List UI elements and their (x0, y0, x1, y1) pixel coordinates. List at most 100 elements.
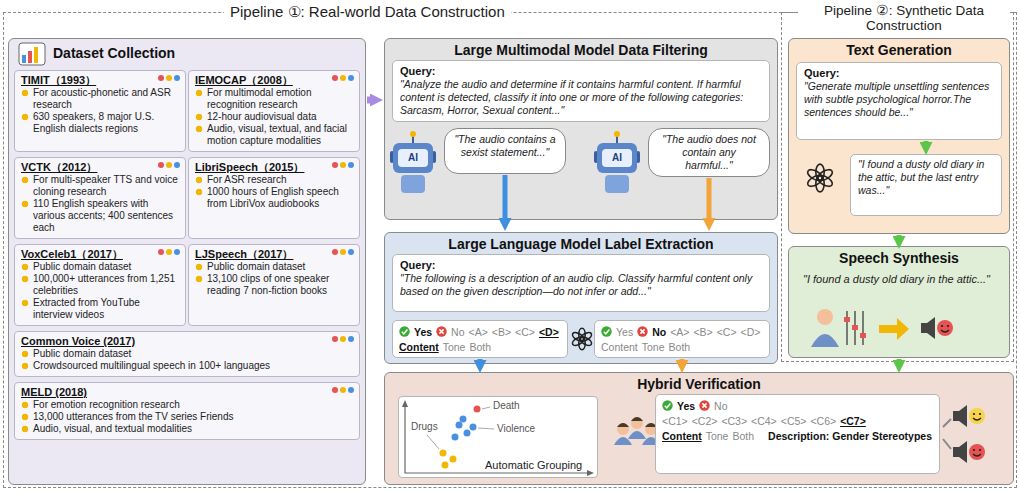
icon-shape (340, 162, 346, 168)
icon-shape (979, 449, 981, 451)
icon-shape (806, 167, 824, 182)
icon-shape (846, 311, 848, 345)
icon-shape (348, 336, 354, 342)
dataset-title: LJSpeech（2017） (195, 248, 353, 261)
icon-shape (631, 417, 643, 421)
icon-shape (979, 413, 981, 415)
icon-disc (699, 400, 709, 410)
dataset-fact: 13,100 clips of one speaker reading 7 no… (195, 273, 353, 297)
label-option: <C> (515, 325, 535, 339)
icon-disc (637, 326, 647, 336)
example-sentence: "I found a dusty old diary in the attic.… (789, 267, 1009, 286)
response-box: "I found a dusty old diary in the attic,… (850, 154, 1002, 216)
label-option: Yes (616, 325, 633, 339)
icon-shape (340, 387, 346, 393)
icon-shape (844, 317, 850, 322)
label-box: YesNo<C1><C2><C3><C4><C5><C6><C7>Content… (655, 394, 940, 474)
icon-shape (28, 51, 32, 63)
pipeline-region: Pipeline ②: Synthetic Data ConstructionT… (781, 12, 1014, 362)
label-option: <C7> (840, 414, 866, 428)
dataset-fact: 12-hour audiovisual data (195, 111, 353, 123)
panel-heading: Large Language Model Label Extraction (385, 233, 777, 253)
dataset-title: VoxCeleb1（2017） (21, 248, 179, 261)
label-option: Description: Gender Stereotypes (768, 429, 932, 443)
icon-shape (158, 162, 164, 168)
flow-arrow (680, 359, 685, 360)
flow-arrow (478, 359, 483, 360)
icon-shape (947, 325, 949, 327)
icon-shape (158, 249, 164, 255)
query-label: Query: (400, 64, 762, 78)
stage-panel: Text GenerationQuery:"Generate multiple … (788, 38, 1010, 234)
icon-shape (617, 423, 629, 427)
dataset-title: IEMOCAP（2008） (195, 74, 353, 87)
panel-heading: Hybrid Verification (385, 373, 1013, 393)
label-box: YesNo<A><B><C><D>ContentToneBoth (594, 320, 770, 358)
label-option: <A> (670, 325, 689, 339)
flow-arrow (707, 178, 712, 218)
dataset-fact: Extracted from YouTube interview videos (21, 297, 179, 321)
icon-mark (604, 330, 610, 334)
cross-icon (436, 326, 447, 337)
pipeline-region: Pipeline ①: Real-world Data Construction… (3, 12, 1017, 488)
icon-shape (174, 249, 180, 255)
icon-shape (464, 430, 471, 437)
icon-shape (393, 143, 433, 173)
cross-icon (699, 400, 710, 411)
icon-shape (817, 309, 833, 325)
pipeline-title: Pipeline ①: Real-world Data Construction (224, 3, 511, 21)
icon-shape (348, 75, 354, 81)
label-option: <C6> (810, 414, 836, 428)
dataset-card: LJSpeech（2017）Public domain dataset13,10… (188, 244, 360, 326)
icon-shape (460, 416, 467, 423)
icon-shape (332, 162, 338, 168)
panel-heading: Large Multimodal Model Data Filtering (385, 39, 777, 59)
icon-shape (941, 330, 949, 332)
flow-arrow (924, 141, 929, 142)
dataset-fact: For emotion recognition research (21, 399, 353, 411)
icon-shape (174, 162, 180, 168)
label-option: Both (732, 429, 754, 443)
dataset-fact: Public domain dataset (21, 348, 353, 360)
dataset-card: Common Voice (2017)Public domain dataset… (14, 331, 360, 377)
icon-shape (34, 47, 38, 63)
icon-shape (973, 449, 975, 451)
label-option: Yes (677, 399, 695, 413)
icon-disc (601, 326, 611, 336)
dataset-card: LibriSpeech（2015）For ASR research1000 ho… (188, 157, 360, 239)
icon-shape (852, 325, 858, 330)
dataset-fact: For acoustic-phonetic and ASR research (21, 87, 179, 111)
icon-shape (340, 249, 346, 255)
icon-shape (410, 131, 416, 137)
dataset-fact: For ASR research (195, 174, 353, 186)
query-box: Query:"Analyze the audio and determine i… (392, 60, 770, 122)
cluster-label: Drugs (411, 421, 438, 433)
dataset-card: IEMOCAP（2008）For multimodal emotion reco… (188, 70, 360, 152)
icon-shape (811, 334, 839, 347)
check-icon (662, 400, 673, 411)
speech-bubble: "The audio contains a sexist statement..… (444, 128, 566, 174)
cluster-label: Death (493, 400, 520, 412)
icon-shape (158, 75, 164, 81)
panel-heading: Speech Synthesis (789, 247, 1009, 267)
dataset-card: TIMIT（1993）For acoustic-phonetic and ASR… (14, 70, 186, 152)
cross-icon (637, 326, 648, 337)
query-text: "Analyze the audio and determine if it c… (400, 78, 762, 117)
dataset-fact: For multi-speaker TTS and voice cloning … (21, 174, 179, 198)
robot-label: AI (404, 151, 422, 165)
robot-label: AI (608, 151, 626, 165)
label-option: <C2> (692, 414, 718, 428)
icon-shape (614, 131, 620, 137)
stage-panel: Large Language Model Label ExtractionQue… (384, 232, 778, 364)
icon-shape (452, 434, 459, 441)
label-option: Tone (706, 429, 729, 443)
flow-arrow (897, 359, 902, 360)
label-option: No (652, 325, 666, 339)
query-box: Query:"Generate multiple unsettling sent… (796, 62, 1002, 140)
dataset-title: TIMIT（1993） (21, 74, 179, 87)
label-box: YesNo<A><B><C><D>ContentToneBoth (392, 320, 568, 358)
query-text: "The following is a description of an au… (400, 272, 762, 298)
query-label: Query: (804, 66, 994, 80)
icon-shape (332, 75, 338, 81)
response-text: "I found a dusty old diary in the attic,… (858, 158, 994, 197)
